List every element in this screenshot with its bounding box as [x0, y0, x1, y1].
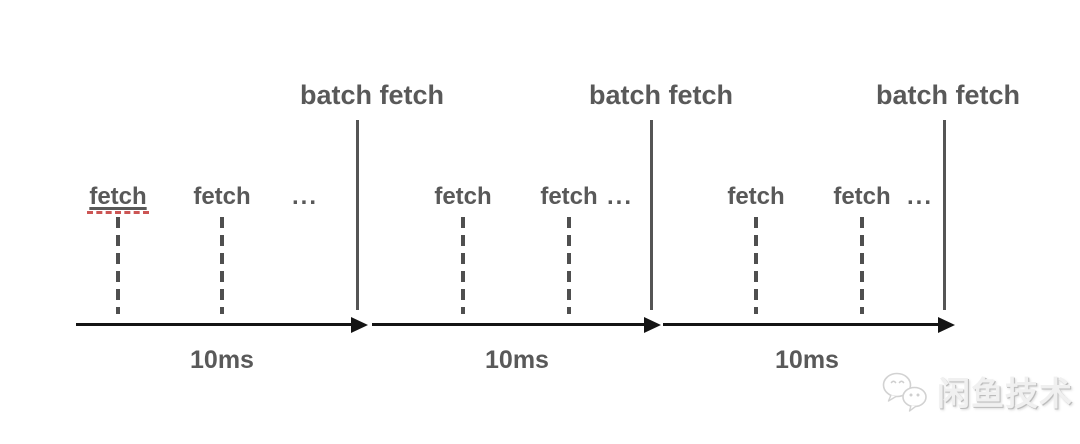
timeline-arrow-segment-1: [76, 323, 355, 326]
fetch-event-dashed-line-3-1: [754, 217, 758, 314]
fetch-label-1-2: fetch: [193, 183, 251, 210]
watermark: 闲鱼技术: [882, 372, 1073, 414]
timeline-arrowhead-3: [938, 316, 955, 333]
fetch-event-dashed-line-2-1: [461, 217, 465, 314]
duration-label-2: 10ms: [485, 346, 549, 374]
duration-label-1: 10ms: [190, 346, 254, 374]
timeline-arrowhead-2: [644, 316, 661, 333]
batch-fetch-label-2: batch fetch: [588, 80, 734, 110]
spellcheck-underline: [87, 211, 149, 214]
batch-fetch-label-1: batch fetch: [299, 80, 445, 110]
more-fetches-ellipsis-1: ...: [291, 183, 319, 210]
fetch-event-dashed-line-1-2: [220, 217, 224, 314]
timeline-arrowhead-1: [351, 316, 368, 333]
more-fetches-ellipsis-2: ...: [606, 183, 634, 210]
fetch-label-3-2: fetch: [833, 183, 891, 210]
batch-fetch-label-3: batch fetch: [875, 80, 1021, 110]
batch-fetch-boundary-line-1: [355, 120, 359, 310]
fetch-label-3-1: fetch: [727, 183, 785, 210]
fetch-event-dashed-line-1-1: [116, 217, 120, 314]
fetch-event-dashed-line-2-2: [567, 217, 571, 314]
fetch-event-dashed-line-3-2: [860, 217, 864, 314]
fetch-label-2-1: fetch: [434, 183, 492, 210]
more-fetches-ellipsis-3: ...: [906, 183, 934, 210]
watermark-text: 闲鱼技术: [937, 374, 1073, 412]
fetch-label-2-2: fetch: [540, 183, 598, 210]
batch-fetch-boundary-line-2: [649, 120, 653, 310]
wechat-chat-bubbles-icon: [882, 372, 927, 412]
batch-fetch-boundary-line-3: [942, 120, 946, 310]
duration-label-3: 10ms: [775, 346, 839, 374]
timeline-arrow-segment-2: [372, 323, 648, 326]
timeline-arrow-segment-3: [663, 323, 942, 326]
fetch-label-1-1: fetch: [89, 183, 147, 210]
